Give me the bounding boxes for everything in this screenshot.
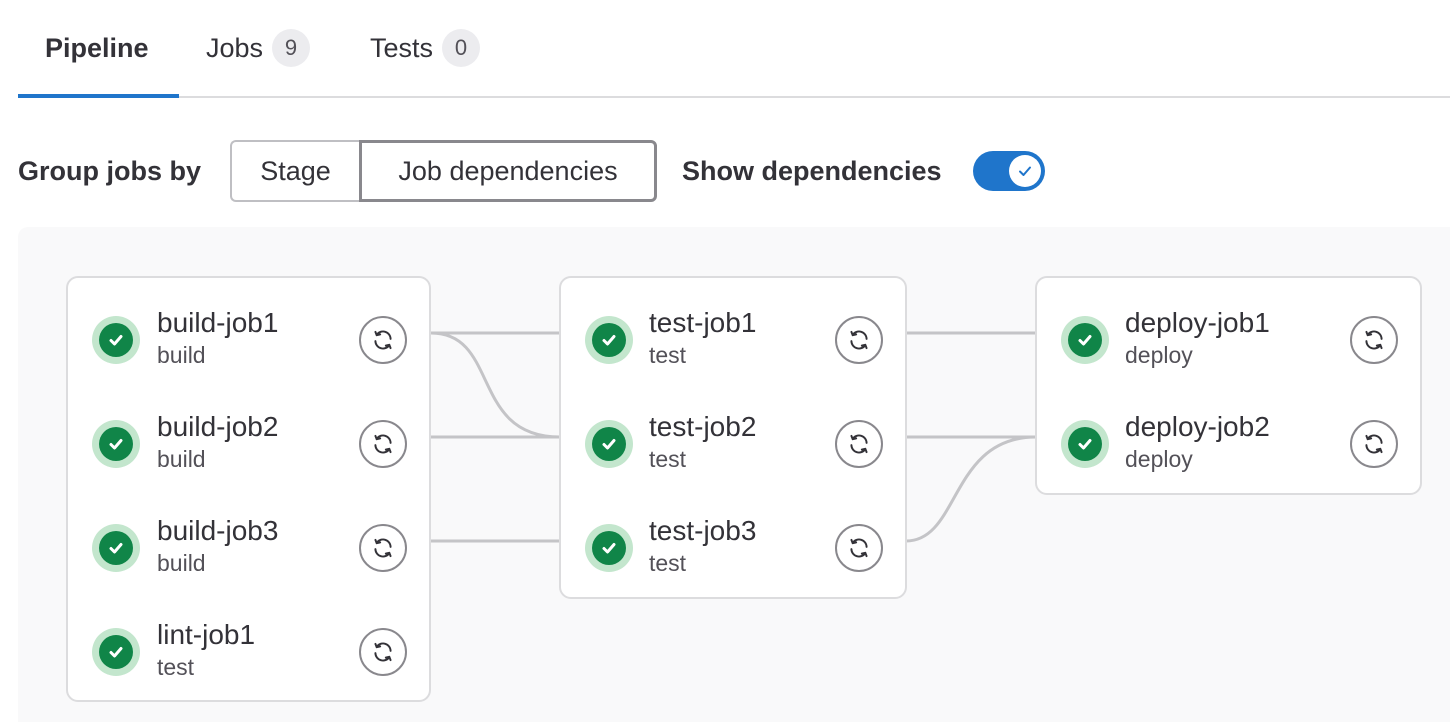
- group-by-job-dependencies-button[interactable]: Job dependencies: [359, 140, 657, 202]
- job-stage: deploy: [1125, 342, 1193, 368]
- retry-button[interactable]: [835, 524, 883, 572]
- job-name: deploy-job1: [1125, 307, 1270, 338]
- tab-jobs-label: Jobs: [206, 32, 264, 63]
- success-icon: [92, 420, 140, 468]
- toggle-knob: [1009, 155, 1041, 187]
- job-stage: test: [649, 550, 687, 576]
- tab-pipeline-label: Pipeline: [45, 32, 149, 63]
- job-name: test-job1: [649, 307, 757, 338]
- jobs-count-badge: 9: [272, 29, 311, 67]
- job-lint-job1[interactable]: lint-job1 test: [68, 595, 429, 699]
- tab-tests-label: Tests: [370, 32, 434, 63]
- job-name: deploy-job2: [1125, 411, 1270, 442]
- job-stage: build: [157, 342, 206, 368]
- tab-bar: Pipeline Jobs 9 Tests 0: [18, 0, 1450, 98]
- retry-icon: [1365, 330, 1383, 350]
- graph-controls: Group jobs by Stage Job dependencies Sho…: [18, 140, 1118, 202]
- group-jobs-segmented-control: Stage Job dependencies: [230, 140, 657, 202]
- job-stage: build: [157, 446, 206, 472]
- tests-count-badge: 0: [442, 29, 481, 67]
- retry-icon: [374, 330, 392, 350]
- job-test-job1[interactable]: test-job1 test: [561, 283, 905, 387]
- stage-column-deploy: deploy-job1 deploy deploy-job2 deploy: [1035, 276, 1422, 495]
- retry-icon: [850, 330, 868, 350]
- retry-icon: [374, 538, 392, 558]
- retry-button[interactable]: [835, 420, 883, 468]
- job-stage: deploy: [1125, 446, 1193, 472]
- success-icon: [1061, 420, 1109, 468]
- success-icon: [92, 524, 140, 572]
- success-icon: [585, 316, 633, 364]
- job-name: lint-job1: [157, 619, 256, 650]
- job-build-job1[interactable]: build-job1 build: [68, 283, 429, 387]
- stage-column-test: test-job1 test test-job2 test test-job3 …: [559, 276, 907, 599]
- tab-jobs[interactable]: Jobs 9: [206, 0, 311, 96]
- retry-button[interactable]: [1350, 420, 1398, 468]
- retry-button[interactable]: [1350, 316, 1398, 364]
- job-name: test-job3: [649, 515, 757, 546]
- show-dependencies-toggle[interactable]: [973, 151, 1045, 191]
- retry-button[interactable]: [359, 524, 407, 572]
- success-icon: [92, 628, 140, 676]
- job-stage: test: [649, 342, 687, 368]
- check-icon: [1019, 166, 1031, 176]
- job-build-job3[interactable]: build-job3 build: [68, 491, 429, 595]
- success-icon: [92, 316, 140, 364]
- retry-icon: [850, 538, 868, 558]
- job-deploy-job1[interactable]: deploy-job1 deploy: [1037, 283, 1420, 387]
- retry-button[interactable]: [835, 316, 883, 364]
- job-test-job2[interactable]: test-job2 test: [561, 387, 905, 491]
- tab-tests[interactable]: Tests 0: [370, 0, 481, 96]
- tab-pipeline[interactable]: Pipeline: [18, 0, 179, 98]
- retry-button[interactable]: [359, 628, 407, 676]
- retry-icon: [374, 642, 392, 662]
- job-name: build-job3: [157, 515, 279, 546]
- stage-column-build: build-job1 build build-job2 build build-…: [66, 276, 431, 702]
- retry-icon: [850, 434, 868, 454]
- success-icon: [585, 420, 633, 468]
- retry-icon: [1365, 434, 1383, 454]
- job-build-job2[interactable]: build-job2 build: [68, 387, 429, 491]
- success-icon: [1061, 316, 1109, 364]
- job-name: build-job2: [157, 411, 279, 442]
- success-icon: [585, 524, 633, 572]
- job-stage: build: [157, 550, 206, 576]
- job-stage: test: [157, 654, 195, 680]
- job-name: build-job1: [157, 307, 279, 338]
- retry-button[interactable]: [359, 316, 407, 364]
- show-dependencies-label: Show dependencies: [682, 155, 942, 186]
- job-name: test-job2: [649, 411, 757, 442]
- retry-icon: [374, 434, 392, 454]
- job-deploy-job2[interactable]: deploy-job2 deploy: [1037, 387, 1420, 491]
- retry-button[interactable]: [359, 420, 407, 468]
- job-stage: test: [649, 446, 687, 472]
- group-jobs-by-label: Group jobs by: [18, 155, 202, 186]
- job-test-job3[interactable]: test-job3 test: [561, 491, 905, 595]
- group-by-stage-button[interactable]: Stage: [230, 140, 359, 202]
